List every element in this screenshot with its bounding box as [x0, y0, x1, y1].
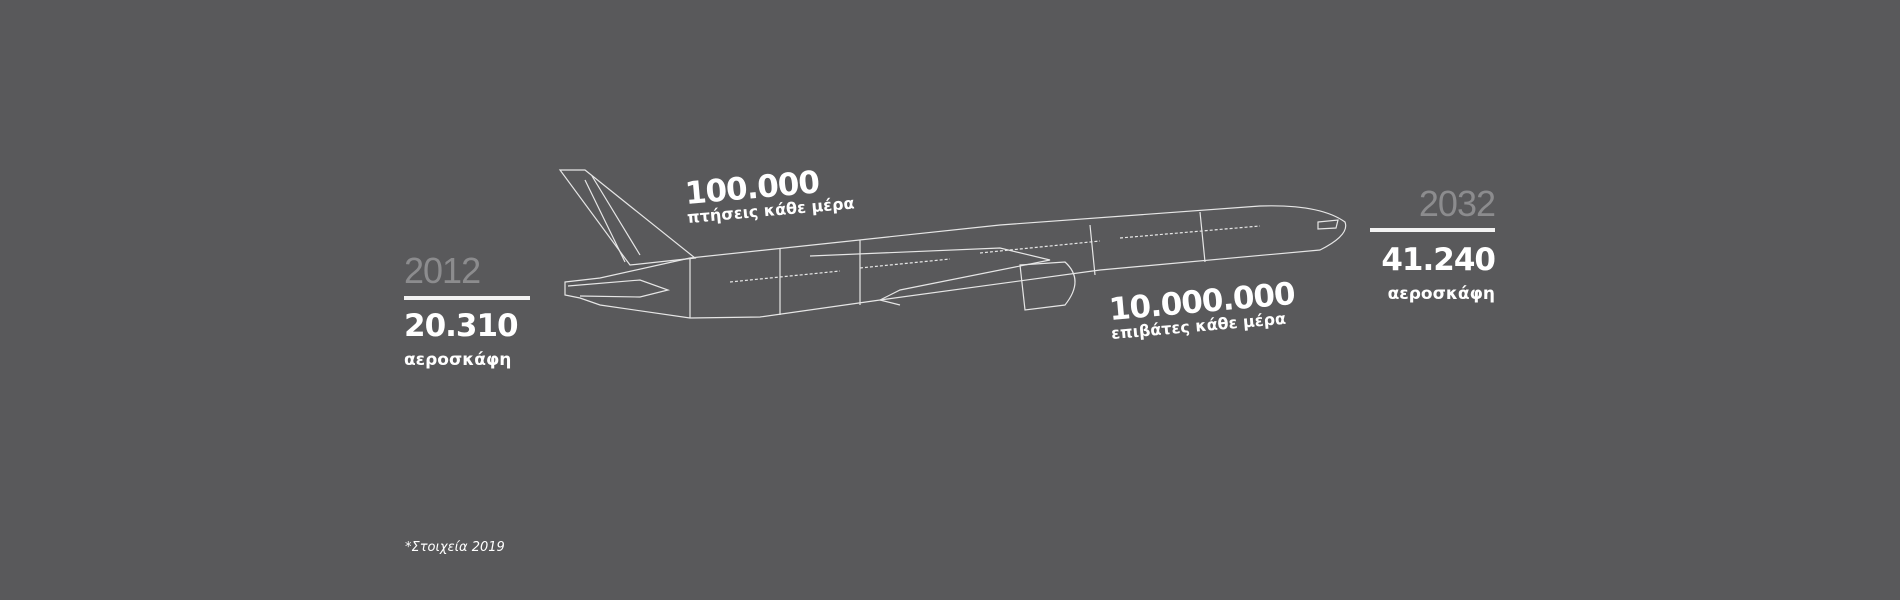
start-aircraft-count: 20.310: [404, 308, 519, 344]
start-aircraft-label: αεροσκάφη: [404, 350, 512, 370]
end-aircraft-count: 41.240: [1381, 242, 1496, 278]
end-aircraft-label: αεροσκάφη: [1387, 284, 1495, 304]
start-divider: [404, 296, 530, 300]
end-year: 2032: [1418, 183, 1496, 224]
end-divider: [1370, 228, 1495, 232]
start-year: 2012: [404, 250, 481, 291]
footnote: *Στοιχεία 2019: [405, 540, 505, 555]
windows: [729, 225, 1261, 283]
cockpit: [1317, 219, 1339, 230]
tail-fin: [558, 169, 697, 266]
engine: [1019, 261, 1076, 311]
wing: [809, 247, 1051, 306]
horizontal-stabilizer: [567, 279, 671, 298]
fuselage-outline: [564, 205, 1347, 319]
